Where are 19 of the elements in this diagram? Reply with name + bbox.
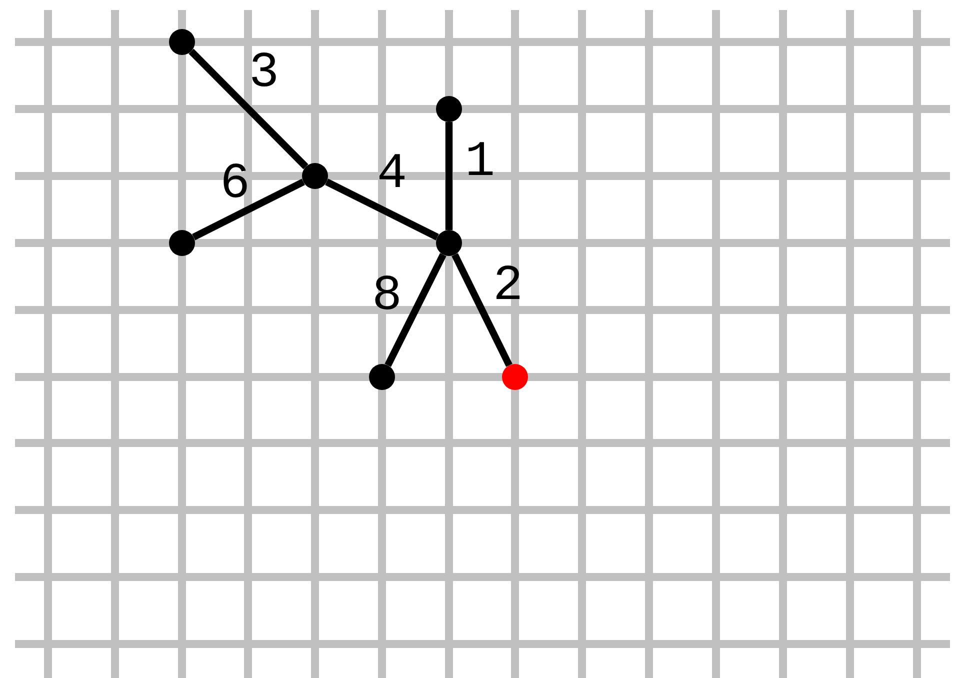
edge-label: 2: [492, 262, 524, 312]
edge-label: 8: [371, 272, 403, 322]
edge-label: 3: [248, 49, 280, 99]
node-dot: [436, 230, 462, 256]
node-dot: [436, 96, 462, 122]
edge-line: [452, 253, 512, 367]
node-dot: [302, 163, 328, 189]
edge-line: [446, 122, 452, 230]
edge-label: 6: [219, 160, 251, 210]
edge-line: [192, 178, 305, 240]
edge-line: [188, 48, 308, 170]
edge-label: 1: [464, 138, 496, 188]
edge-label: 4: [376, 150, 408, 200]
node-dot: [169, 29, 195, 55]
node-dot: [502, 364, 528, 390]
edge-line: [325, 178, 439, 240]
edge-line: [384, 253, 446, 367]
node-dot: [369, 364, 395, 390]
node-dot: [169, 230, 195, 256]
